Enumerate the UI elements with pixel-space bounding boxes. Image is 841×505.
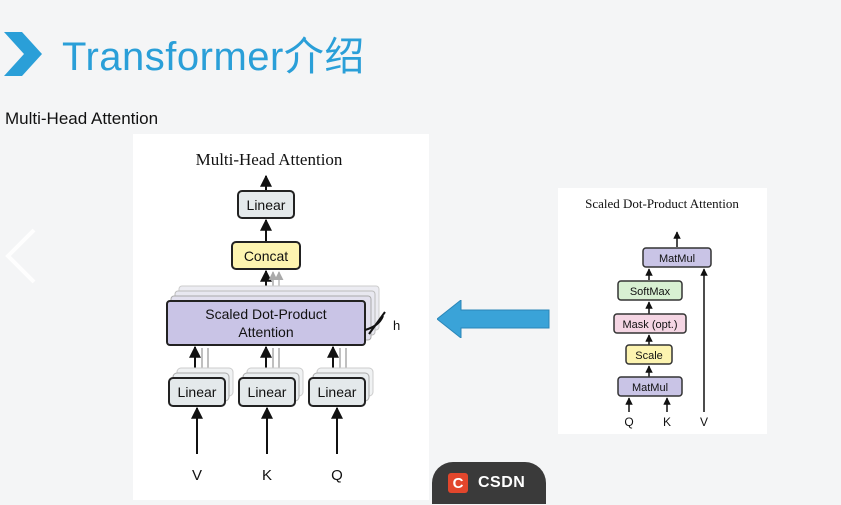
softmax-box (617, 280, 683, 301)
left-arrow-icon (437, 300, 550, 338)
sd-input-q-label: Q (624, 415, 633, 429)
sd-input-v-label: V (700, 415, 708, 429)
linear-k-box (238, 377, 296, 407)
csdn-label: CSDN (478, 474, 526, 491)
input-v-label: V (192, 467, 202, 484)
linear-top-label: Linear (247, 197, 286, 213)
scaled-dot-product-attention-box (166, 300, 366, 346)
slide-title: Transformer介绍 (62, 35, 365, 79)
previous-slide-chevron-icon[interactable] (4, 228, 38, 284)
heads-count-label: h (393, 318, 400, 333)
scaled-dot-product-attention-diagram: Scaled Dot-Product Attention MatMul Soft… (558, 188, 767, 434)
mask-label: Mask (opt.) (622, 319, 677, 331)
mask-box (613, 313, 687, 334)
sdpa-label-line2: Attention (238, 324, 293, 340)
linear-v-label: Linear (178, 384, 217, 400)
sdpa-label-line1: Scaled Dot-Product (205, 306, 327, 322)
title-chevron-icon (4, 32, 42, 76)
concat-box (231, 241, 301, 270)
scale-box (625, 344, 673, 365)
linear-v-box (168, 377, 226, 407)
softmax-label: SoftMax (630, 286, 671, 298)
sd-input-k-label: K (663, 415, 671, 429)
linear-q-box (308, 377, 366, 407)
matmul-bottom-box (617, 376, 683, 397)
scale-label: Scale (635, 350, 663, 362)
linear-k-label: Linear (248, 384, 287, 400)
input-k-label: K (262, 467, 272, 484)
linear-q-label: Linear (318, 384, 357, 400)
concat-label: Concat (244, 248, 288, 264)
multi-head-attention-diagram: Multi-Head Attention Linear Concat Scale… (133, 134, 429, 500)
matmul-top-box (642, 247, 712, 268)
scaled-dot-title: Scaled Dot-Product Attention (585, 196, 739, 211)
csdn-badge[interactable]: C CSDN (432, 462, 546, 504)
multi-head-title: Multi-Head Attention (196, 150, 343, 169)
csdn-logo-icon: C (448, 473, 468, 493)
slide-subtitle: Multi-Head Attention (5, 109, 159, 128)
input-q-label: Q (331, 467, 343, 484)
matmul-top-label: MatMul (659, 253, 695, 265)
linear-top-box (237, 190, 295, 219)
matmul-bottom-label: MatMul (632, 382, 668, 394)
